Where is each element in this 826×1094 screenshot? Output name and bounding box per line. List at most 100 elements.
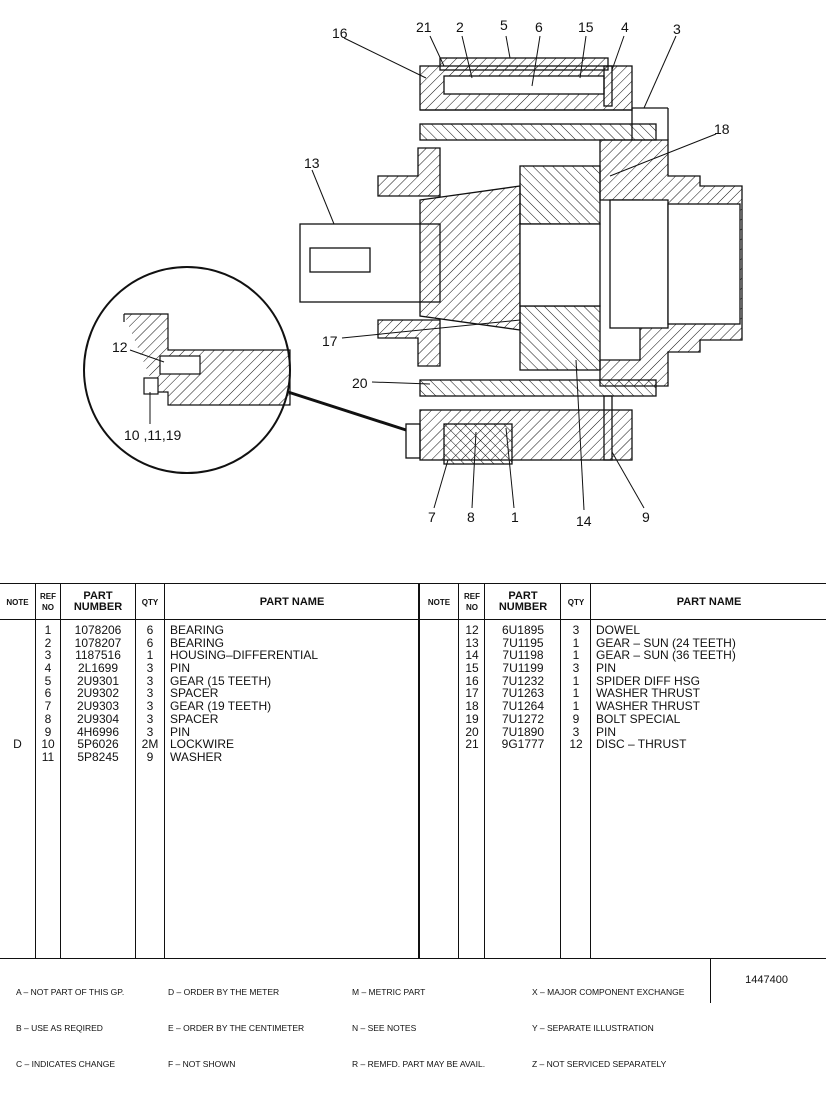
callout-18: 18 — [714, 121, 730, 137]
cell-name: LOCKWIRE — [170, 737, 235, 752]
cell-part: 7U1195 — [502, 635, 544, 650]
cell-note — [0, 624, 35, 637]
cell-name: DOWEL — [596, 623, 641, 637]
cell-ref: 6 — [44, 686, 52, 701]
cell-part: 1078207 — [74, 635, 122, 650]
cell-qty: 3 — [146, 686, 154, 701]
callout-labels: 16 21 2 5 6 15 4 3 18 13 17 20 12 10 ,11… — [112, 17, 730, 529]
cell-part: 7U1264 — [501, 699, 545, 714]
cell-ref: 5 — [44, 673, 52, 688]
legend-item: B – USE AS REQIRED — [16, 1023, 103, 1033]
cell-part: 4H6996 — [76, 724, 120, 739]
header-note-left: NOTE — [6, 597, 29, 607]
cell-name: PIN — [596, 724, 617, 739]
cell-note — [0, 700, 35, 713]
cell-qty: 3 — [572, 623, 580, 637]
legend-footer: A – NOT PART OF THIS GP. B – USE AS REQI… — [0, 958, 826, 1069]
cell-part: 1078206 — [74, 623, 122, 637]
cell-name: HOUSING–DIFFERENTIAL — [170, 648, 319, 663]
cell-part: 7U1272 — [501, 711, 545, 726]
assembly-section — [299, 57, 743, 465]
legend-item: F – NOT SHOWN — [168, 1059, 236, 1069]
callout-15: 15 — [578, 19, 594, 35]
cell-name: GEAR (19 TEETH) — [170, 699, 272, 714]
cell-name: SPACER — [170, 711, 219, 726]
header-part-number-left: PART NUMBER — [73, 590, 123, 613]
cell-name: BEARING — [170, 635, 225, 650]
cell-name: BEARING — [170, 623, 225, 637]
column-note: D — [0, 624, 35, 764]
cell-name: DISC – THRUST — [596, 737, 687, 752]
cell-qty: 6 — [146, 623, 154, 637]
cell-part: 2L1699 — [77, 661, 119, 676]
cell-qty: 1 — [572, 699, 580, 714]
callout-16: 16 — [332, 25, 348, 41]
cell-name: SPIDER DIFF HSG — [596, 673, 701, 688]
callout-7: 7 — [428, 509, 436, 525]
cell-name: WASHER THRUST — [596, 699, 701, 714]
cell-ref: 14 — [465, 648, 479, 663]
callout-17: 17 — [322, 333, 338, 349]
cell-ref: 12 — [465, 623, 479, 637]
cell-note — [0, 637, 35, 650]
cell-qty: 1 — [572, 635, 580, 650]
cell-ref: 4 — [44, 661, 52, 676]
cell-ref: 3 — [44, 648, 52, 663]
cell-note — [420, 649, 458, 662]
cell-qty: 3 — [146, 661, 154, 676]
cell-note — [420, 637, 458, 650]
cell-note — [0, 662, 35, 675]
cell-qty: 3 — [146, 673, 154, 688]
callout-1: 1 — [511, 509, 519, 525]
header-qty-right: QTY — [567, 597, 585, 607]
cell-ref: 18 — [465, 699, 479, 714]
cell-note — [420, 738, 458, 751]
cell-note — [420, 624, 458, 637]
cell-part: 7U1263 — [501, 686, 545, 701]
cell-ref: 19 — [465, 711, 479, 726]
cell-ref: 13 — [465, 635, 479, 650]
cell-part: 2U9304 — [76, 711, 120, 726]
cell-qty: 2M — [141, 737, 159, 752]
callout-14: 14 — [576, 513, 592, 529]
callout-20: 20 — [352, 375, 368, 391]
header-part-number-right: PART NUMBER — [498, 590, 548, 613]
cell-ref: 2 — [44, 635, 52, 650]
callout-21: 21 — [416, 19, 432, 35]
cell-note: D — [13, 737, 22, 752]
cell-note — [0, 687, 35, 700]
cell-ref: 16 — [465, 673, 479, 688]
column-note — [420, 624, 458, 751]
cell-qty: 3 — [146, 711, 154, 726]
cell-note — [420, 726, 458, 739]
cell-name: WASHER — [170, 749, 223, 764]
cell-qty: 1 — [572, 648, 580, 663]
cell-note — [420, 687, 458, 700]
parts-table: NOTE REF NO PART NUMBER QTY PART NAME NO… — [0, 583, 826, 958]
legend-item: X – MAJOR COMPONENT EXCHANGE — [532, 987, 685, 997]
cell-name: WASHER THRUST — [596, 686, 701, 701]
cell-ref: 10 — [41, 737, 55, 752]
cell-name: GEAR (15 TEETH) — [170, 673, 272, 688]
legend-item: M – METRIC PART — [352, 987, 426, 997]
callout-3: 3 — [673, 21, 681, 37]
header-note-right: NOTE — [427, 597, 451, 607]
cell-part: 7U1198 — [502, 648, 544, 663]
legend-item: E – ORDER BY THE CENTIMETER — [168, 1023, 305, 1033]
cell-qty: 3 — [146, 724, 154, 739]
cell-ref: 15 — [465, 661, 479, 676]
cell-name: GEAR – SUN (24 TEETH) — [596, 635, 736, 650]
cell-part: 5P8245 — [77, 749, 119, 764]
cell-part: 5P6026 — [77, 737, 119, 752]
header-ref-right: REF NO — [464, 592, 480, 612]
callout-5: 5 — [500, 17, 508, 33]
legend-item: R – REMFD. PART MAY BE AVAIL. — [352, 1059, 486, 1069]
callout-6: 6 — [535, 19, 543, 35]
legend-item: Y – SEPARATE ILLUSTRATION — [532, 1023, 654, 1033]
